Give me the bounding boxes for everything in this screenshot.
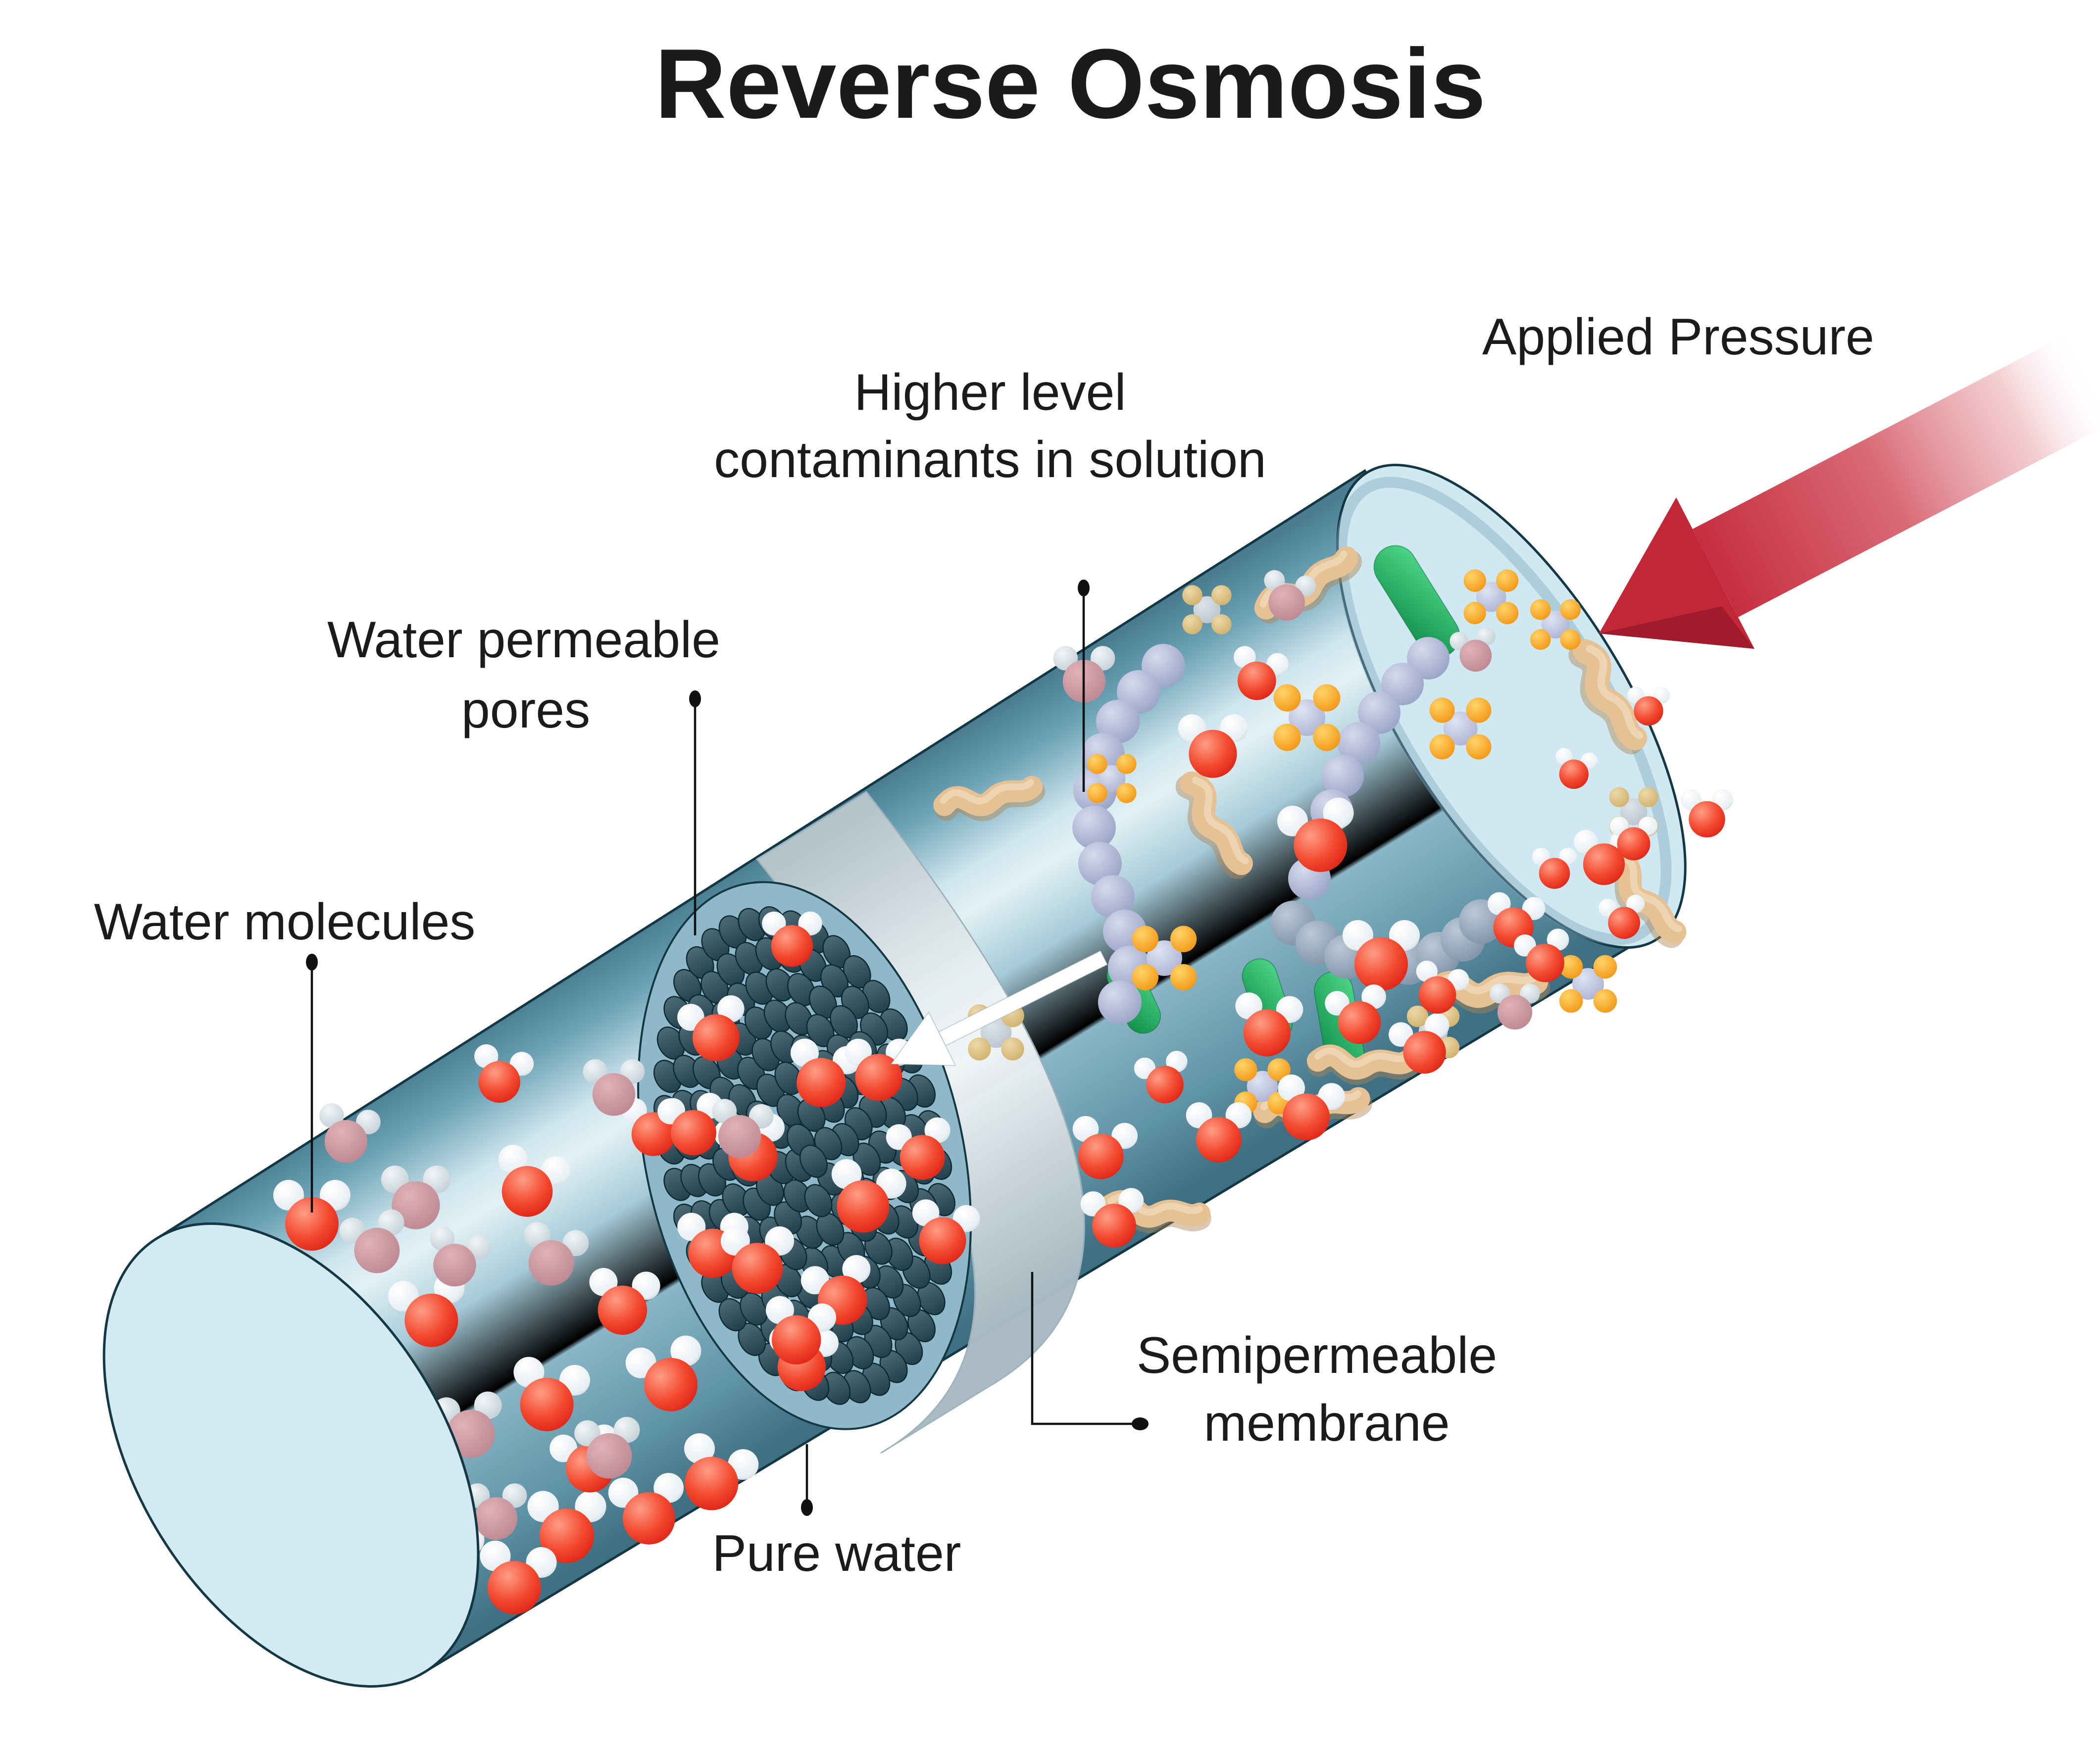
water-molecule: [1072, 1116, 1138, 1179]
water-molecule: [1416, 960, 1469, 1014]
water-molecule: [1080, 1188, 1144, 1248]
ion-cluster: [1530, 599, 1581, 650]
organic-worm: [1568, 639, 1648, 755]
label-applied-pressure: Applied Pressure: [1482, 308, 1874, 366]
tube-left-cap: [102, 1222, 480, 1688]
leader-dot-water-molecules: [306, 954, 318, 971]
ion-cluster: [1559, 955, 1617, 1013]
water-molecule: [886, 1117, 950, 1180]
bacteria-rod: [1373, 545, 1460, 658]
water-flow-arrow: [890, 950, 1108, 1067]
ion-cluster-faded: [1182, 585, 1232, 634]
water-molecule: [498, 1145, 570, 1217]
membrane-pore: [875, 1265, 904, 1299]
water-molecule: [1325, 984, 1386, 1044]
water-molecule-muted: [319, 1103, 381, 1163]
leader-lines: [306, 580, 1149, 1516]
water-molecule-muted: [574, 1416, 640, 1479]
organic-worm: [1306, 1044, 1420, 1085]
water-molecule: [1234, 646, 1289, 700]
ion-cluster: [1273, 684, 1341, 751]
water-molecule: [1599, 894, 1645, 939]
water-molecule: [1609, 816, 1658, 861]
water-molecule: [720, 1226, 795, 1294]
water-molecule: [684, 1433, 759, 1510]
water-molecule-muted: [465, 1483, 527, 1540]
water-molecule-muted: [583, 1059, 645, 1116]
leader-line-semipermeable: [1031, 1272, 1134, 1425]
membrane-pore: [787, 973, 815, 1007]
ion-cluster: [1463, 569, 1519, 625]
ion-cluster: [1132, 925, 1197, 991]
water-molecule-muted: [524, 1221, 589, 1286]
ion-cluster: [1087, 754, 1137, 803]
membrane-pore: [785, 1002, 813, 1035]
water-molecule: [677, 995, 745, 1062]
leader-dot-higher-contaminants: [1078, 580, 1090, 596]
water-molecule: [1343, 920, 1420, 991]
ion-cluster: [1429, 697, 1492, 760]
water-molecule: [608, 1473, 684, 1545]
label-higher-contaminants-line1: Higher level: [854, 364, 1126, 421]
water-molecule: [273, 1180, 350, 1251]
water-molecule: [474, 1044, 534, 1103]
water-molecule: [513, 1357, 590, 1431]
pressure-arrow-head-shade: [1599, 606, 1754, 649]
diagram-title: Reverse Osmosis: [655, 29, 1486, 139]
water-molecule: [589, 1267, 660, 1335]
water-molecule: [1680, 789, 1734, 838]
water-molecule-muted: [381, 1166, 451, 1229]
leader-dot-water-permeable: [689, 690, 701, 707]
label-water-permeable-line2: pores: [461, 681, 590, 739]
water-molecule-muted: [1490, 983, 1540, 1030]
water-molecule: [1278, 1074, 1345, 1141]
water-molecule: [762, 911, 822, 967]
ion-cluster: [1234, 1058, 1291, 1115]
water-molecule: [765, 1296, 837, 1364]
label-water-permeable-line1: Water permeable: [327, 611, 720, 669]
disc-water-molecules-layer: [622, 911, 980, 1391]
label-pure-water: Pure water: [712, 1525, 961, 1582]
water-molecule-muted: [1450, 627, 1496, 672]
organic-worms-layer: [933, 546, 1687, 1233]
water-molecule: [1389, 1013, 1450, 1074]
water-molecule: [1186, 1102, 1252, 1163]
label-higher-contaminants-line2: contaminants in solution: [714, 431, 1266, 488]
water-molecule: [1627, 686, 1670, 726]
water-molecule-muted: [712, 1099, 774, 1158]
labels: Reverse Osmosis Applied Pressure Higher …: [94, 29, 1874, 1582]
pressure-arrow-shaft: [1693, 332, 2100, 617]
cylinder-top-edge: [156, 469, 1367, 1240]
membrane-pore: [804, 1184, 833, 1217]
applied-pressure-arrow: [1599, 332, 2100, 649]
water-molecule: [625, 1335, 701, 1411]
water-molecule: [912, 1199, 980, 1264]
water-molecule: [1555, 748, 1598, 789]
water-molecule: [1235, 992, 1303, 1057]
membrane-pore: [799, 1144, 828, 1178]
water-molecule-muted: [339, 1209, 404, 1273]
water-molecule: [527, 1491, 606, 1563]
water-molecule: [1532, 848, 1577, 889]
water-molecule: [1178, 714, 1248, 778]
leader-dot-semipermeable: [1132, 1417, 1149, 1430]
label-semipermeable-line2: membrane: [1203, 1395, 1450, 1452]
water-molecule: [1134, 1051, 1188, 1104]
water-molecule-muted: [1264, 570, 1316, 621]
leader-dot-pure-water: [801, 1499, 813, 1516]
water-molecule-muted: [430, 1226, 491, 1287]
water-molecule: [831, 1159, 906, 1233]
label-water-molecules: Water molecules: [94, 893, 476, 951]
organic-worm: [933, 776, 1046, 822]
water-molecule: [1514, 928, 1569, 982]
water-molecule: [480, 1540, 557, 1614]
water-molecule: [1277, 797, 1354, 872]
label-semipermeable-line1: Semipermeable: [1137, 1327, 1497, 1384]
organic-worm: [1175, 771, 1253, 879]
contaminated-water-molecules-layer: [1053, 570, 1734, 1248]
